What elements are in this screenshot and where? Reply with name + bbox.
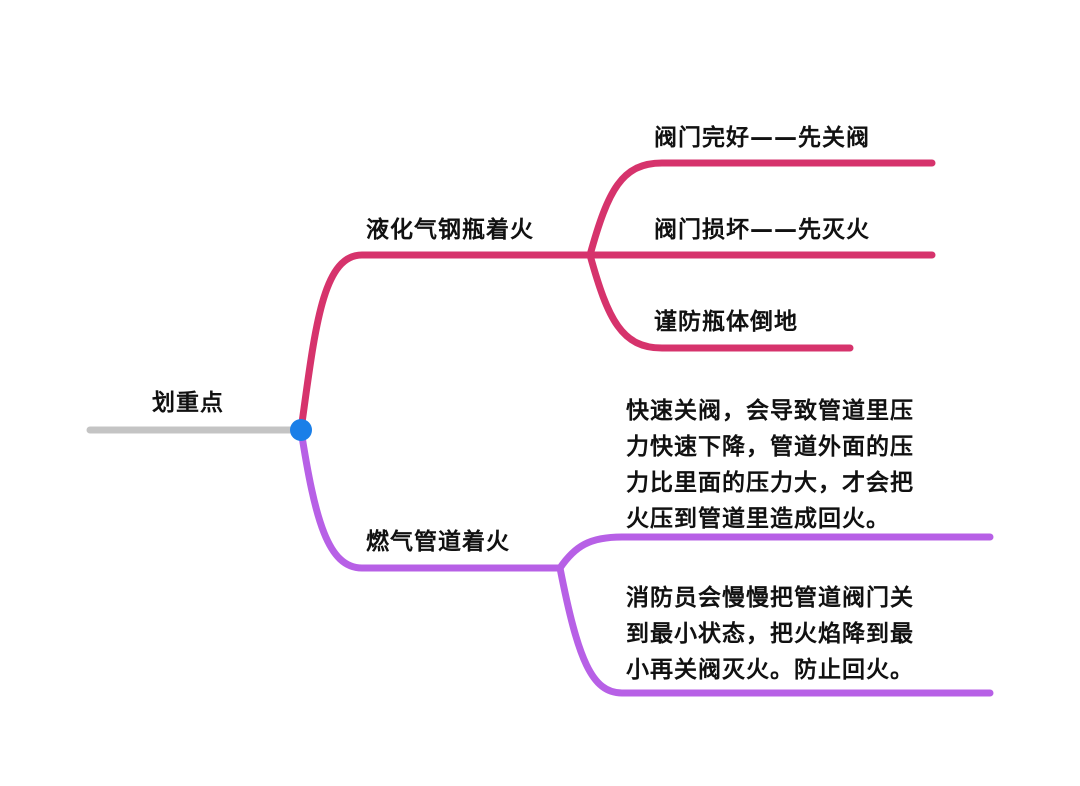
leaf-line-slow-close [556, 564, 994, 697]
branch-label-lpg[interactable]: 液化气钢瓶着火 [366, 217, 534, 243]
leaf-line-valve-intact [586, 159, 936, 259]
leaf-label-valve-damaged[interactable]: 阀门损坏——先灭火 [654, 217, 870, 243]
leaf-text-fast-close[interactable]: 快速关阀，会导致管道里压 力快速下降，管道外面的压 力比里面的压力大，才会把 火… [626, 398, 914, 532]
branch-label-pipeline[interactable]: 燃气管道着火 [366, 529, 510, 555]
leaf-line-fast-close [556, 533, 994, 572]
leaf-line-prevent-fall [586, 251, 854, 352]
root-node-dot[interactable] [290, 419, 312, 441]
branch-line-pipeline [297, 426, 564, 572]
leaf-label-prevent-fall[interactable]: 谨防瓶体倒地 [654, 309, 798, 335]
root-label[interactable]: 划重点 [152, 390, 224, 416]
leaf-label-valve-intact[interactable]: 阀门完好——先关阀 [654, 125, 870, 151]
branch-line-lpg [297, 251, 594, 434]
leaf-text-slow-close[interactable]: 消防员会慢慢把管道阀门关 到最小状态，把火焰降到最 小再关阀灭火。防止回火。 [626, 585, 914, 683]
